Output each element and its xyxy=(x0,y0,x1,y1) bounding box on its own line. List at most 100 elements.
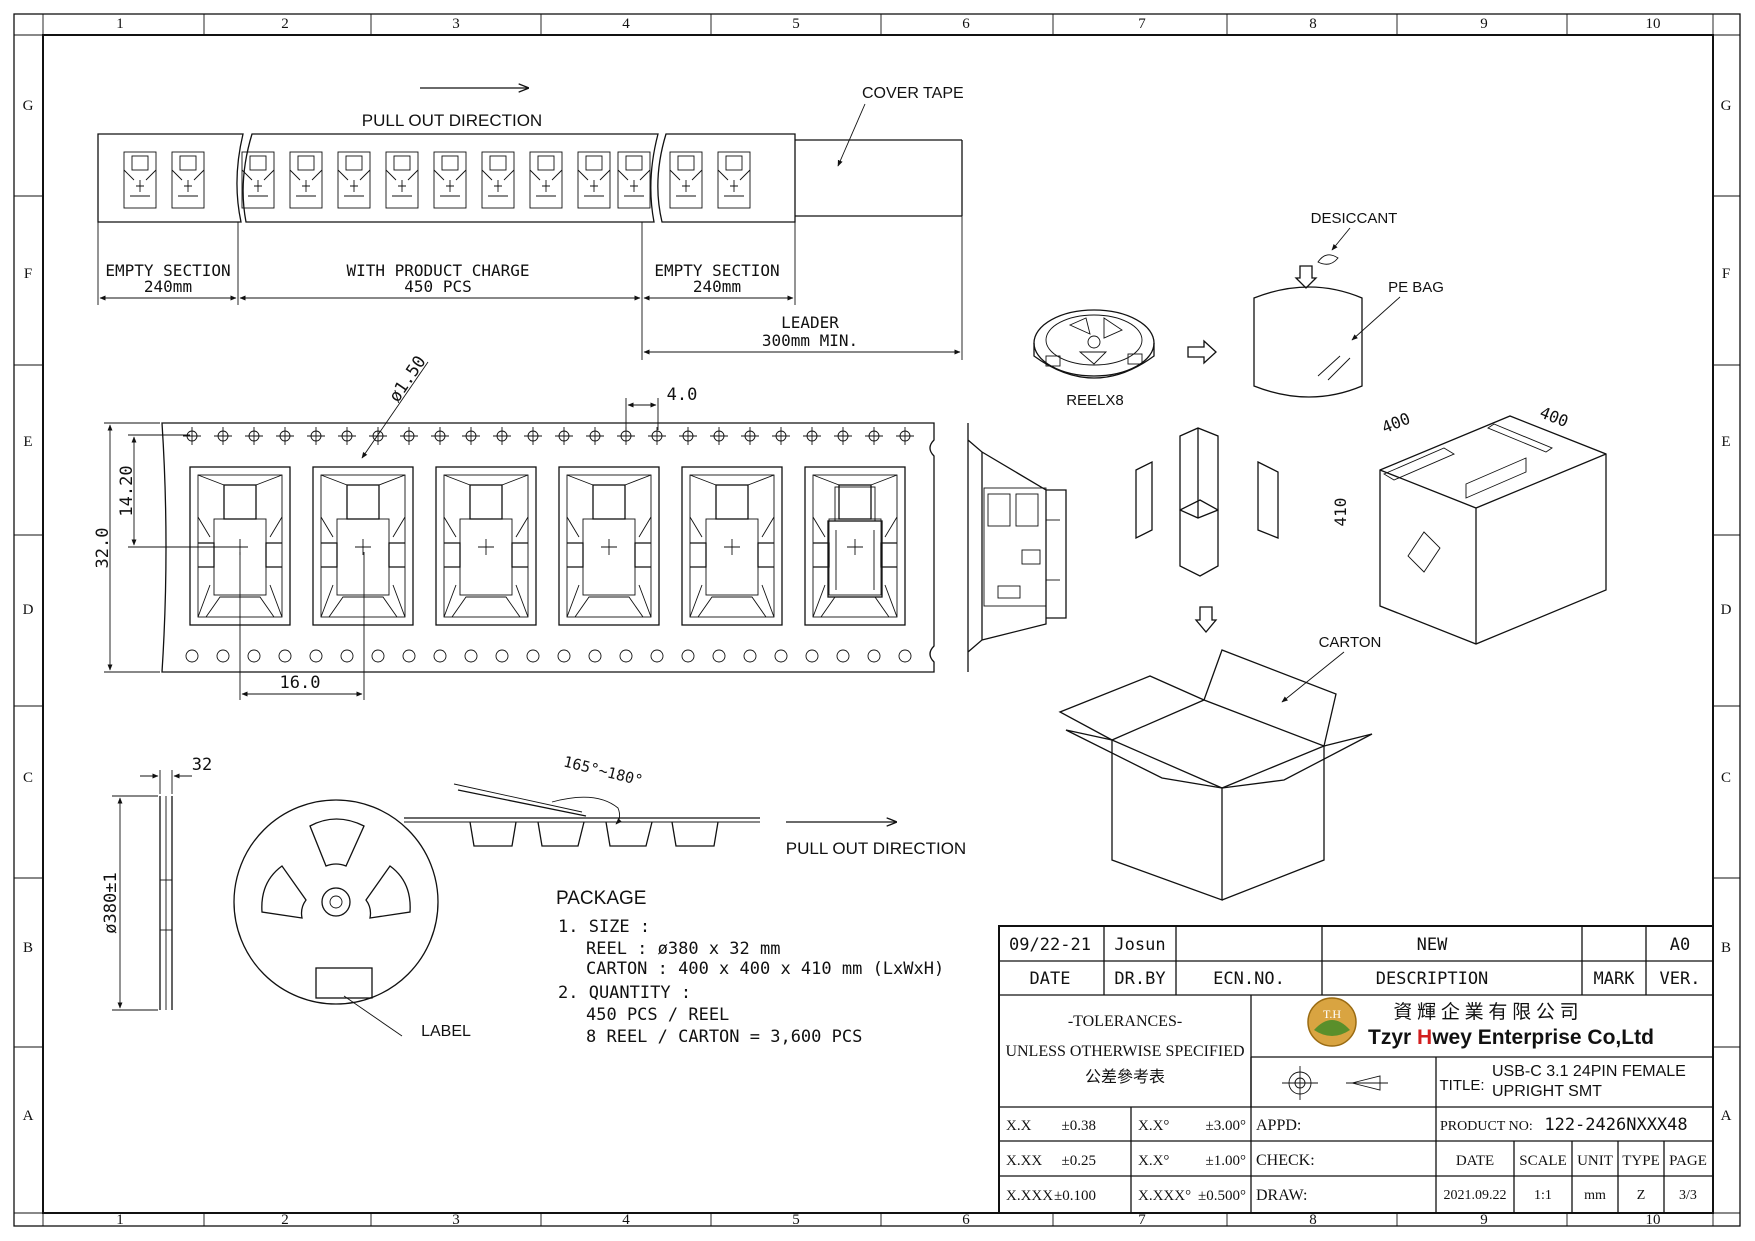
sprocket-hole-bottom xyxy=(619,649,633,663)
zone-column-top-9: 9 xyxy=(1480,16,1488,32)
sprocket-hole-top xyxy=(555,427,573,445)
rev-version: A0 xyxy=(1670,935,1690,955)
sprocket-hole-top xyxy=(648,427,666,445)
sprocket-holes xyxy=(183,427,914,663)
footer-type: Z xyxy=(1637,1188,1646,1203)
package-line-5: 450 PCS / REEL xyxy=(586,1005,729,1025)
package-line-3: CARTON : 400 x 400 x 410 mm (LxWxH) xyxy=(586,959,944,979)
footer-date-header: DATE xyxy=(1456,1153,1494,1169)
zone-column-top-5: 5 xyxy=(792,16,800,32)
desiccant-label: DESICCANT xyxy=(1311,210,1398,227)
box-dim-a: 400 xyxy=(1379,409,1413,437)
zone-column-bottom-3: 3 xyxy=(452,1212,460,1228)
footer-page: 3/3 xyxy=(1679,1188,1697,1203)
sprocket-hole-bottom xyxy=(743,649,757,663)
tape-pocket xyxy=(171,151,205,209)
zone-column-top-2: 2 xyxy=(281,16,289,32)
sprocket-hole-top xyxy=(245,427,263,445)
tape-pocket xyxy=(123,151,157,209)
zone-column-top-8: 8 xyxy=(1309,16,1317,32)
zone-row-left-C: C xyxy=(23,770,33,786)
company-logo: T.H xyxy=(1307,997,1357,1047)
sprocket-hole-bottom xyxy=(805,649,819,663)
tolerances-chinese: 公差參考表 xyxy=(1085,1068,1165,1086)
zone-row-left-F: F xyxy=(24,266,32,282)
sprocket-hole-top xyxy=(772,427,790,445)
tolerance-cell: ±0.38 xyxy=(1062,1118,1096,1134)
sprocket-hole-top xyxy=(462,427,480,445)
sprocket-hole-top xyxy=(307,427,325,445)
sprocket-hole-bottom xyxy=(650,649,664,663)
footer-date: 2021.09.22 xyxy=(1444,1188,1507,1203)
zone-column-top-10: 10 xyxy=(1646,16,1661,32)
projection-symbol xyxy=(1282,1066,1388,1100)
sprocket-hole-top xyxy=(493,427,511,445)
rev-description: NEW xyxy=(1417,935,1448,955)
carrier-tape-detail: 32.0 14.20 16.0 4.0 ø1.50 xyxy=(93,352,1067,700)
sprocket-hole-top xyxy=(586,427,604,445)
sprocket-hole-bottom xyxy=(588,649,602,663)
reel-angle: 165°~180° xyxy=(562,753,645,790)
reel-diameter: ø380±1 xyxy=(101,872,121,933)
sprocket-hole-bottom xyxy=(402,649,416,663)
rev-by: Josun xyxy=(1114,935,1165,955)
carrier-pockets xyxy=(189,466,906,626)
footer-scale-header: SCALE xyxy=(1519,1153,1567,1169)
sheet-frame xyxy=(13,13,1741,1227)
product-no-label: PRODUCT NO: xyxy=(1440,1119,1533,1134)
product-charge: WITH PRODUCT CHARGE xyxy=(346,261,529,280)
appd-label: APPD: xyxy=(1256,1117,1301,1134)
logo-text: T.H xyxy=(1323,1007,1341,1021)
tolerances-subtitle: UNLESS OTHERWISE SPECIFIED xyxy=(1005,1043,1244,1060)
sprocket-hole-bottom xyxy=(433,649,447,663)
sprocket-hole-bottom xyxy=(867,649,881,663)
reel-x8-label: REELX8 xyxy=(1066,392,1124,409)
empty-section-left: EMPTY SECTION xyxy=(105,261,230,280)
zone-row-right-E: E xyxy=(1721,434,1730,450)
zone-column-top-4: 4 xyxy=(622,16,630,32)
zone-column-bottom-6: 6 xyxy=(962,1212,970,1228)
zone-row-left-A: A xyxy=(23,1108,34,1124)
sprocket-hole-bottom xyxy=(464,649,478,663)
footer-unit: mm xyxy=(1584,1188,1606,1203)
tolerance-cell: X.X xyxy=(1006,1118,1032,1134)
tolerance-cell: X.XX xyxy=(1006,1153,1042,1169)
tolerance-cell: ±0.500° xyxy=(1198,1188,1246,1204)
sprocket-hole-top xyxy=(183,427,201,445)
sprocket-hole-top xyxy=(524,427,542,445)
sprocket-hole-top xyxy=(741,427,759,445)
pull-out-direction-top: PULL OUT DIRECTION xyxy=(362,111,542,130)
package-line-4: 2. QUANTITY : xyxy=(558,983,691,1003)
dim-hole-diameter: ø1.50 xyxy=(385,352,430,406)
tape-pockets xyxy=(123,151,751,209)
package-line-6: 8 REEL / CARTON = 3,600 PCS xyxy=(586,1027,862,1047)
sprocket-hole-bottom xyxy=(371,649,385,663)
zone-row-right-D: D xyxy=(1721,602,1732,618)
footer-unit-header: UNIT xyxy=(1577,1153,1613,1169)
tape-pocket xyxy=(481,151,515,209)
cover-tape-label: COVER TAPE xyxy=(862,85,964,102)
header-mark: MARK xyxy=(1594,969,1636,989)
empty-section-left-len: 240mm xyxy=(144,277,192,296)
sprocket-hole-top xyxy=(338,427,356,445)
sprocket-hole-bottom xyxy=(495,649,509,663)
sprocket-hole-top xyxy=(896,427,914,445)
tolerance-cell: X.X° xyxy=(1138,1118,1169,1134)
tolerance-cell: ±1.00° xyxy=(1206,1153,1246,1169)
zone-row-right-B: B xyxy=(1721,940,1731,956)
sprocket-hole-top xyxy=(369,427,387,445)
zone-row-left-B: B xyxy=(23,940,33,956)
sprocket-hole-bottom xyxy=(526,649,540,663)
sprocket-hole-bottom xyxy=(309,649,323,663)
carton-label: CARTON xyxy=(1319,634,1382,651)
sprocket-hole-top xyxy=(679,427,697,445)
header-description: DESCRIPTION xyxy=(1376,969,1489,989)
zone-column-top-3: 3 xyxy=(452,16,460,32)
zone-column-bottom-9: 9 xyxy=(1480,1212,1488,1228)
footer-type-header: TYPE xyxy=(1622,1153,1660,1169)
zone-row-left-G: G xyxy=(23,98,34,114)
title-label: TITLE: xyxy=(1439,1077,1484,1094)
